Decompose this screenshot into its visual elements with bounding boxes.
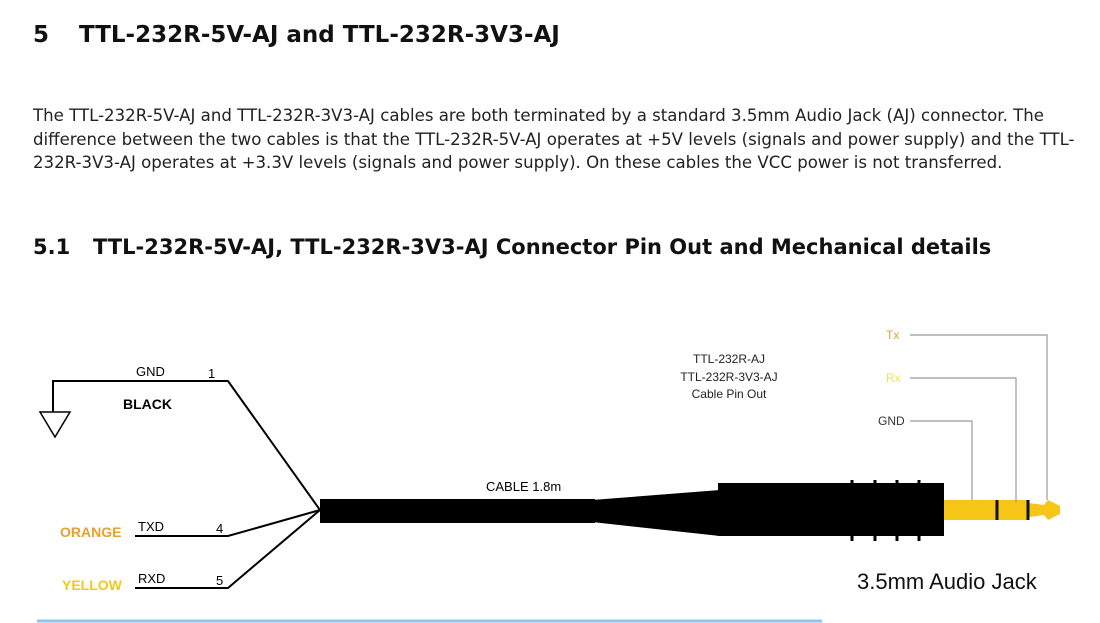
gnd-color-label: BLACK <box>123 396 172 412</box>
rxd-color-label: YELLOW <box>62 577 123 593</box>
cable-body <box>320 499 595 523</box>
gnd-wire <box>52 380 321 511</box>
section-title: TTL-232R-5V-AJ and TTL-232R-3V3-AJ <box>79 22 560 48</box>
caption-line-1: TTL-232R-AJ <box>693 352 765 366</box>
gnd-callout-line <box>910 420 973 500</box>
rxd-wire <box>135 509 321 589</box>
ground-symbol-icon <box>38 411 72 439</box>
subsection-heading: 5.1 TTL-232R-5V-AJ, TTL-232R-3V3-AJ Conn… <box>33 226 1053 269</box>
rx-pin-label: Rx <box>886 371 901 385</box>
rxd-signal-label: RXD <box>138 571 165 586</box>
gnd-pin-number: 1 <box>208 366 215 381</box>
section-number: 5 <box>33 22 50 48</box>
section-paragraph: The TTL-232R-5V-AJ and TTL-232R-3V3-AJ c… <box>33 106 1075 172</box>
jack-ridges <box>850 480 921 541</box>
subsection-number: 5.1 <box>33 235 71 259</box>
audio-plug <box>944 500 1060 520</box>
caption-line-2: TTL-232R-3V3-AJ <box>680 370 777 384</box>
jack-body <box>718 483 944 536</box>
tx-callout-line <box>910 334 1048 500</box>
txd-signal-label: TXD <box>138 519 164 534</box>
section-heading: 5 TTL-232R-5V-AJ and TTL-232R-3V3-AJ <box>33 22 560 48</box>
jack-gnd-pin-label: GND <box>878 414 905 428</box>
gnd-signal-label: GND <box>136 364 165 379</box>
caption-line-3: Cable Pin Out <box>692 387 767 401</box>
txd-wire <box>135 509 321 537</box>
diagram-caption: TTL-232R-AJ TTL-232R-3V3-AJ Cable Pin Ou… <box>680 352 777 401</box>
txd-pin-number: 4 <box>216 521 223 536</box>
cable-strain-relief <box>592 490 720 536</box>
rxd-pin-number: 5 <box>216 573 223 588</box>
jack-label: 3.5mm Audio Jack <box>857 569 1038 594</box>
subsection-title: TTL-232R-5V-AJ, TTL-232R-3V3-AJ Connecto… <box>93 235 992 259</box>
txd-color-label: ORANGE <box>60 524 121 540</box>
cable-length-label: CABLE 1.8m <box>486 479 561 494</box>
tx-pin-label: Tx <box>886 328 899 342</box>
rx-callout-line <box>910 377 1017 502</box>
